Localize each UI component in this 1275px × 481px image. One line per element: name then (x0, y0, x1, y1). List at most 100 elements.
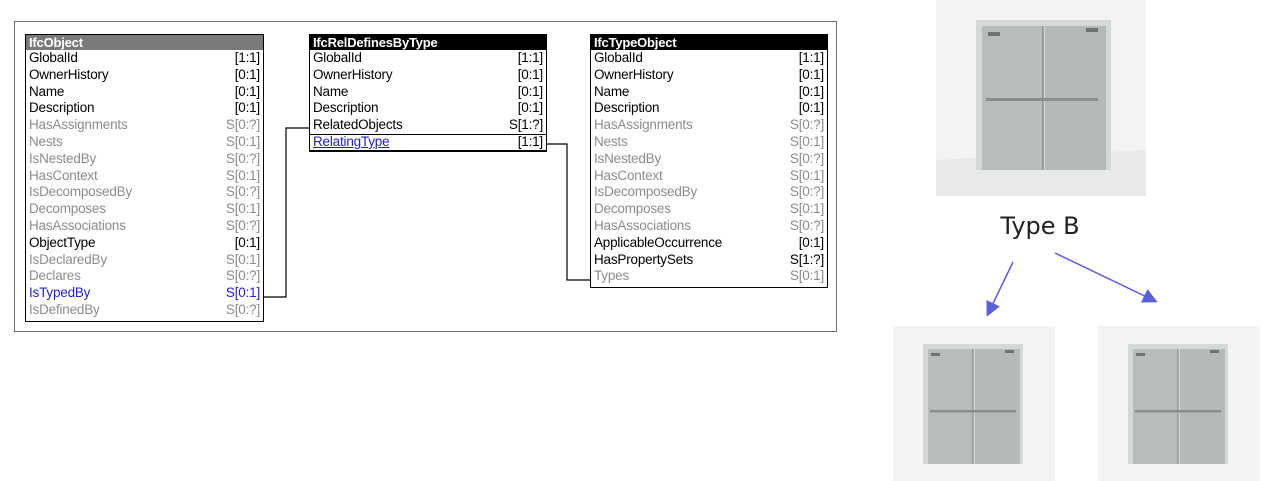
attribute-row[interactable]: ApplicableOccurrence [0:1] (591, 235, 827, 252)
attribute-row[interactable]: Name [0:1] (26, 84, 263, 101)
attribute-cardinality: [1:1] (517, 50, 543, 65)
attribute-cardinality: S[0:?] (789, 150, 824, 166)
attribute-cardinality: [0:1] (517, 66, 543, 82)
attribute-cardinality: S[0:1] (789, 268, 824, 284)
attribute-cardinality: [0:1] (234, 83, 260, 99)
attribute-cardinality: [0:1] (517, 83, 543, 99)
door-instance-image-left (893, 326, 1055, 481)
attribute-name: Decomposes (29, 201, 106, 217)
attribute-name: Name (594, 83, 630, 99)
attribute-row[interactable]: OwnerHistory[0:1] (591, 67, 827, 84)
attribute-row[interactable]: HasAssociations S[0:?] (26, 218, 263, 235)
door-instance-image-right (1098, 326, 1260, 481)
attribute-row[interactable]: Description [0:1] (26, 100, 263, 117)
attribute-row[interactable]: GlobalId[1:1] (310, 50, 546, 67)
attribute-row[interactable]: OwnerHistory [0:1] (310, 67, 546, 84)
attribute-cardinality: S[0:?] (789, 184, 824, 200)
attribute-cardinality: S[0:?] (225, 301, 260, 317)
attribute-cardinality: S[0:1] (225, 201, 260, 217)
attribute-row[interactable]: Name[0:1] (310, 84, 546, 101)
attribute-name: GlobalId (594, 50, 643, 65)
entity-ifcobject[interactable]: IfcObject GlobalId[1:1]OwnerHistory[0:1]… (25, 34, 264, 322)
attribute-row[interactable]: OwnerHistory[0:1] (26, 67, 263, 84)
attribute-row[interactable]: Description [0:1] (591, 100, 827, 117)
attribute-row[interactable]: ObjectType[0:1] (26, 235, 263, 252)
attribute-cardinality: S[0:?] (789, 217, 824, 233)
attribute-row[interactable]: HasContext S[0:1] (26, 168, 263, 185)
attribute-cardinality: S[0:1] (789, 133, 824, 149)
attribute-name: RelatedObjects (313, 117, 403, 133)
attribute-row[interactable]: HasAssignments S[0:?] (591, 117, 827, 134)
attribute-cardinality: [0:1] (798, 66, 824, 82)
attribute-row[interactable]: Nests S[0:1] (591, 134, 827, 151)
attribute-cardinality: S[1:?] (508, 117, 543, 133)
attribute-name: Name (29, 83, 65, 99)
attribute-row[interactable]: Description[0:1] (310, 100, 546, 117)
arrow-to-right-door (1054, 252, 1158, 303)
attribute-row[interactable]: HasAssociations S[0:?] (591, 218, 827, 235)
attribute-name: HasAssociations (594, 217, 691, 233)
attribute-row[interactable]: HasAssignments S[0:?] (26, 117, 263, 134)
attribute-row[interactable]: Name [0:1] (591, 84, 827, 101)
attribute-row[interactable]: GlobalId[1:1] (26, 50, 263, 67)
attribute-name: Description (594, 100, 660, 116)
attribute-name: Description (313, 100, 379, 116)
attribute-cardinality: S[0:?] (225, 117, 260, 133)
attribute-cardinality: [0:1] (234, 100, 260, 116)
attribute-name: Nests (29, 133, 63, 149)
attribute-name: OwnerHistory (313, 66, 393, 82)
attribute-row[interactable]: RelatedObjects S[1:?] (310, 117, 546, 134)
attribute-list: GlobalId[1:1]OwnerHistory[0:1]Name[0:1]D… (310, 50, 546, 151)
attribute-cardinality: S[1:?] (789, 251, 824, 267)
attribute-row[interactable]: RelatingType[1:1] (310, 133, 546, 151)
attribute-cardinality: S[0:?] (789, 117, 824, 133)
attribute-row[interactable]: GlobalId [1:1] (591, 50, 827, 67)
attribute-name: HasContext (29, 167, 98, 183)
arrow-to-left-door (986, 261, 1014, 317)
attribute-name: Nests (594, 133, 628, 149)
attribute-name: HasAssociations (29, 217, 126, 233)
attribute-name: Declares (29, 268, 81, 284)
attribute-name: Description (29, 100, 95, 116)
attribute-cardinality: S[0:?] (225, 217, 260, 233)
attribute-row[interactable]: IsDecomposedBy S[0:?] (26, 184, 263, 201)
attribute-cardinality: [0:1] (798, 83, 824, 99)
entity-ifcreldefinesbytype[interactable]: IfcRelDefinesByType GlobalId[1:1]OwnerHi… (309, 34, 547, 152)
attribute-cardinality: S[0:?] (225, 150, 260, 166)
entity-ifctypeobject[interactable]: IfcTypeObject GlobalId[1:1]OwnerHistory[… (590, 34, 828, 288)
entity-title: IfcRelDefinesByType (310, 35, 546, 50)
attribute-name: HasAssignments (594, 117, 693, 133)
entity-title: IfcObject (26, 35, 263, 50)
attribute-row[interactable]: IsDefinedBy S[0:?] (26, 302, 263, 319)
attribute-name: HasAssignments (29, 117, 128, 133)
attribute-name: IsDecomposedBy (29, 184, 132, 200)
type-label: Type B (1000, 212, 1080, 240)
attribute-name: ApplicableOccurrence (594, 234, 723, 250)
attribute-cardinality: [0:1] (798, 100, 824, 116)
attribute-cardinality: S[0:1] (225, 285, 260, 301)
attribute-cardinality: [0:1] (798, 234, 824, 250)
attribute-row[interactable]: Decomposes S[0:1] (26, 201, 263, 218)
connector-istypedby-relatedobjects (264, 127, 309, 298)
connector-relatingtype-types (547, 143, 590, 281)
attribute-cardinality: [1:1] (798, 50, 824, 65)
attribute-cardinality: S[0:?] (225, 184, 260, 200)
attribute-cardinality: S[0:1] (225, 167, 260, 183)
ifc-schema-diagram: IfcObject GlobalId [1:1] OwnerHistory [0:1]… (14, 21, 837, 332)
attribute-list: GlobalId[1:1]OwnerHistory[0:1]Name[0:1]D… (26, 50, 263, 319)
attribute-name: IsDeclaredBy (29, 251, 107, 267)
attribute-name: Decomposes (594, 201, 671, 217)
attribute-name: IsDefinedBy (29, 301, 100, 317)
